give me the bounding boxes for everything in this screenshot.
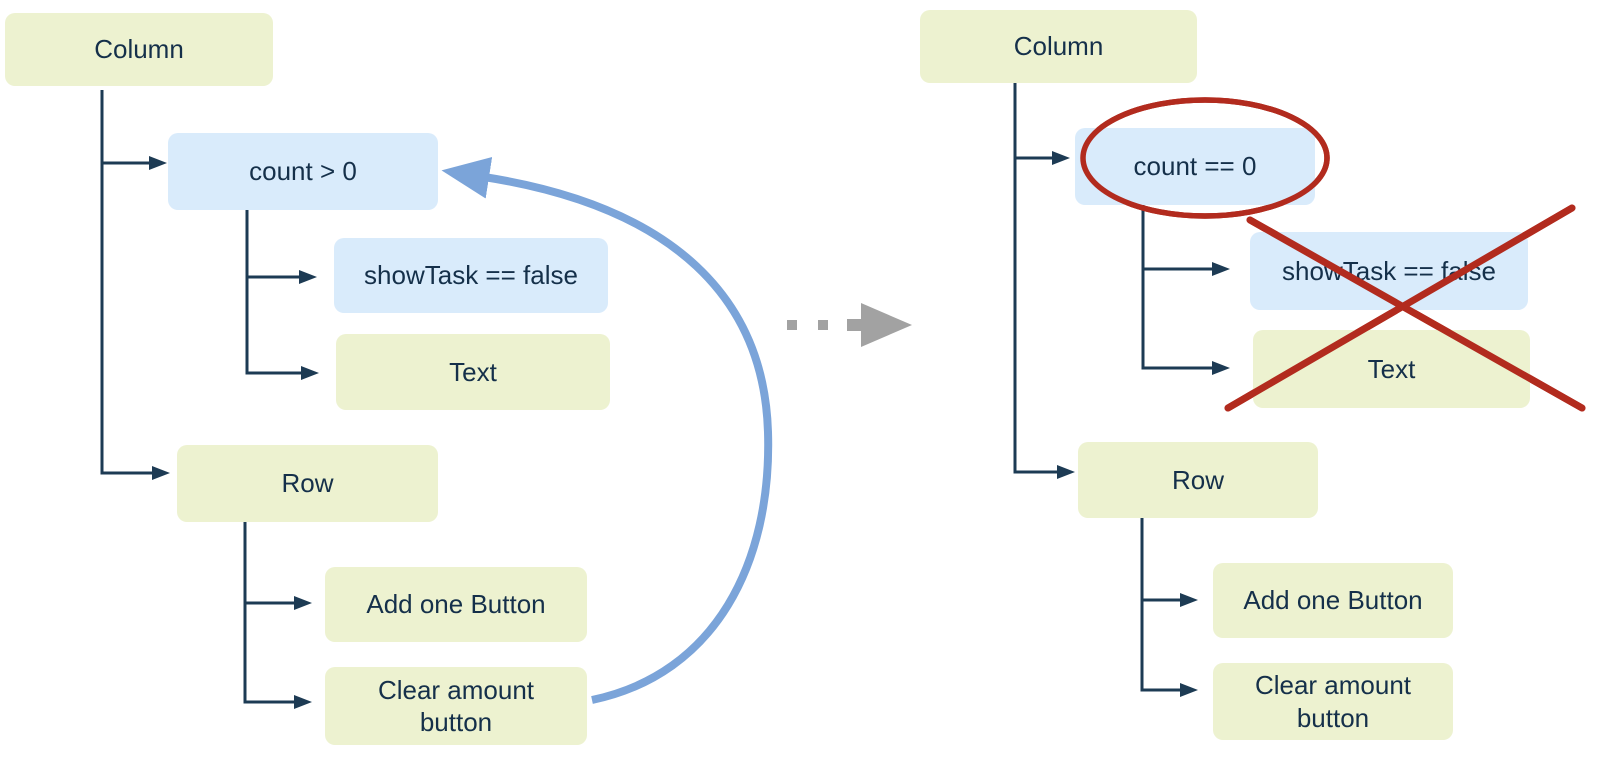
transition-arrow-stub	[847, 319, 861, 331]
right-connector-column-to-count	[1013, 83, 1070, 165]
right-showtask-condition-node: showTask == false	[1250, 232, 1528, 310]
left-connector-row-to-addone	[243, 522, 312, 610]
right-row-node: Row	[1078, 442, 1318, 518]
right-text-node: Text	[1253, 330, 1530, 408]
transition-arrow-dot	[818, 320, 828, 330]
left-column-node: Column	[5, 13, 273, 86]
left-connector-row-to-clear	[243, 603, 312, 709]
left-connector-count-to-text	[245, 277, 319, 380]
left-row-node: Row	[177, 445, 438, 522]
left-connector-column-to-row	[100, 163, 170, 480]
left-add-one-button-node: Add one Button	[325, 567, 587, 642]
loop-arrow	[441, 157, 773, 704]
left-count-condition-node: count > 0	[168, 133, 438, 210]
left-clear-amount-button-node: Clear amount button	[325, 667, 587, 745]
transition-arrow-head-icon	[861, 303, 912, 347]
left-connector-column-to-count	[100, 90, 167, 170]
right-connector-row-to-clear	[1140, 600, 1198, 697]
right-connector-count-to-text	[1141, 269, 1230, 375]
transition-arrow-dot	[787, 320, 797, 330]
left-showtask-condition-node: showTask == false	[334, 238, 608, 313]
left-text-node: Text	[336, 334, 610, 410]
right-column-node: Column	[920, 10, 1197, 83]
left-connector-count-to-showtask	[245, 210, 317, 284]
right-count-condition-node: count == 0	[1075, 128, 1315, 205]
transition-arrow	[787, 303, 912, 347]
right-connector-row-to-addone	[1140, 518, 1198, 607]
right-connector-column-to-row	[1013, 158, 1075, 479]
right-add-one-button-node: Add one Button	[1213, 563, 1453, 638]
right-clear-amount-button-node: Clear amount button	[1213, 663, 1453, 740]
